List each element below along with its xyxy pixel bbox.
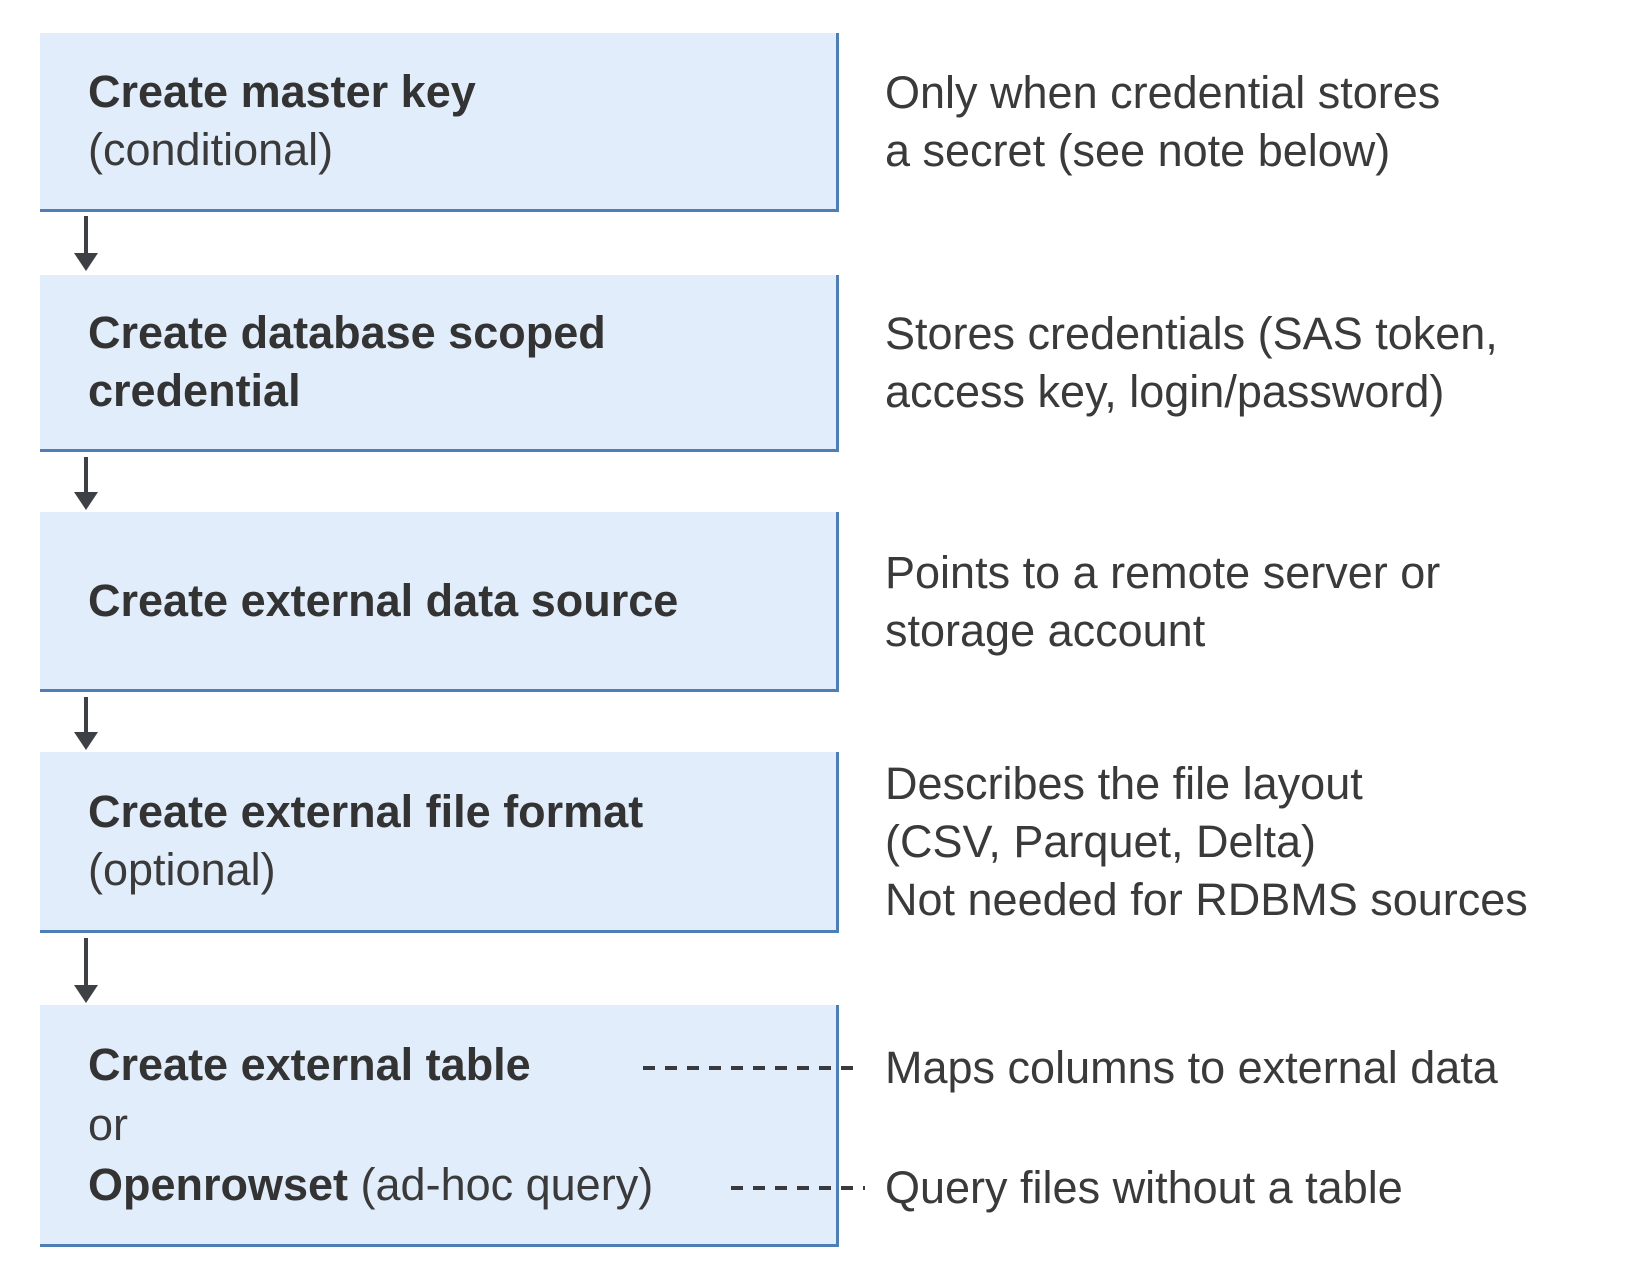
step-title: Create database scoped credential xyxy=(88,307,606,416)
annotation-master-key: Only when credential stores a secret (se… xyxy=(885,67,1441,176)
dashed-connector-openrowset xyxy=(731,1186,865,1190)
step-box-create-master-key: Create master key (conditional) xyxy=(40,33,839,212)
annotation-external-data-source: Points to a remote server or storage acc… xyxy=(885,547,1441,656)
step-title-openrowset: Openrowset xyxy=(88,1158,349,1210)
annotation-external-table: Maps columns to external data xyxy=(885,1042,1498,1093)
step-title: Create master key xyxy=(88,66,476,117)
step-title-external-table: Create external table xyxy=(88,1038,531,1090)
step-note: (optional) xyxy=(88,844,276,895)
step-note: (conditional) xyxy=(88,124,334,175)
annotation-openrowset: Query files without a table xyxy=(885,1162,1403,1213)
step-box-create-external-file-format: Create external file format (optional) xyxy=(40,752,839,933)
flow-arrow-down-icon xyxy=(84,457,88,493)
step-box-create-external-data-source: Create external data source xyxy=(40,512,839,692)
step-box-create-database-scoped-credential: Create database scoped credential xyxy=(40,275,839,452)
flow-arrow-down-icon xyxy=(84,697,88,733)
step-title: Create external file format xyxy=(88,786,644,837)
annotation-external-file-format: Describes the file layout (CSV, Parquet,… xyxy=(885,758,1528,925)
or-label: or xyxy=(88,1098,129,1150)
step-title: Create external data source xyxy=(88,574,679,626)
flow-arrow-down-icon xyxy=(84,216,88,254)
step-box-create-external-table-or-openrowset: Create external table or Openrowset (ad-… xyxy=(40,1005,839,1247)
dashed-connector-external-table xyxy=(643,1066,863,1070)
annotation-scoped-credential: Stores credentials (SAS token, access ke… xyxy=(885,308,1498,417)
flow-arrow-down-icon xyxy=(84,938,88,986)
step-note-adhoc-query: (ad-hoc query) xyxy=(348,1158,654,1210)
